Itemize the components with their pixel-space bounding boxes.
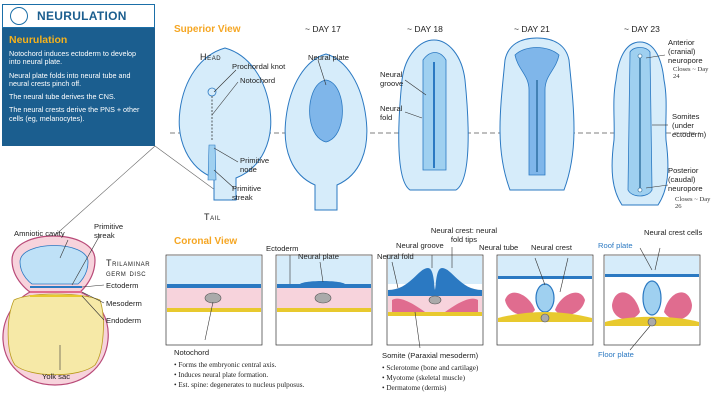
- neural-crest-cells-label: Neural crest cells: [644, 228, 703, 237]
- embryo-day17: [178, 47, 272, 201]
- title-bar: NEURULATION: [2, 4, 155, 28]
- list-item: Induces neural plate formation.: [174, 370, 304, 380]
- coronal-neural-fold-label: Neural fold: [377, 252, 414, 261]
- coronal-box-4: [496, 254, 594, 346]
- coronal-box-3: [386, 254, 484, 346]
- day-label: ~ DAY 21: [514, 24, 550, 34]
- coronal-box-5: [603, 254, 701, 346]
- info-paragraph: Notochord induces ectoderm to develop in…: [9, 49, 137, 67]
- neural-plate-label: Neural plate: [308, 53, 349, 62]
- embryo-day18: [284, 53, 368, 211]
- zoom-line: [51, 145, 156, 239]
- info-paragraph: The neural tube derives the CNS.: [9, 92, 116, 102]
- head-label: Head: [200, 52, 222, 62]
- roof-plate-label: Roof plate: [598, 241, 633, 250]
- list-item: Forms the embryonic central axis.: [174, 360, 304, 370]
- notochord-coronal-label: Notochord: [174, 348, 210, 357]
- day-label: ~ DAY 23: [624, 24, 660, 34]
- notochord-label: Notochord: [240, 76, 276, 85]
- primitive-node-label: Primitive node: [240, 156, 270, 174]
- endoderm-label: Endoderm: [106, 316, 142, 325]
- mesoderm-label: Mesoderm: [106, 299, 142, 308]
- trilaminar-label: Trilaminar germ disc: [106, 258, 151, 278]
- posterior-neuropore-label: Posterior (caudal) neuropore: [668, 166, 703, 193]
- list-item: Myotome (skeletal muscle): [382, 373, 478, 383]
- info-paragraph: The neural crests derive the PNS + other…: [9, 105, 140, 123]
- neural-groove-label: Neural groove: [380, 70, 404, 88]
- floor-plate-label: Floor plate: [598, 350, 634, 359]
- info-paragraph: Neural plate folds into neural tube and …: [9, 70, 131, 88]
- anterior-neuropore-label: Anterior (cranial) neuropore: [668, 38, 703, 65]
- closes-day24-label: Closes ~ Day 24: [673, 66, 709, 80]
- tail-label: Tail: [204, 212, 221, 222]
- embryo-day21: [499, 37, 575, 191]
- info-heading: Neurulation: [9, 34, 68, 46]
- coronal-neural-plate-label: Neural plate: [298, 252, 339, 261]
- notochord-bullets: Forms the embryonic central axis. Induce…: [174, 360, 304, 390]
- somite-bullets: Sclerotome (bone and cartilage) Myotome …: [382, 363, 478, 393]
- somites-label: Somites (under ectoderm): [672, 112, 707, 139]
- coronal-ectoderm-label: Ectoderm: [266, 244, 299, 253]
- coronal-box-1: [165, 254, 263, 346]
- neural-fold-label: Neural fold: [380, 104, 403, 122]
- coronal-box-2: [275, 254, 373, 346]
- coronal-view-label: Coronal View: [174, 236, 238, 247]
- coronal-neural-crest-label: Neural crest: [531, 243, 572, 252]
- primitive-streak-label-left: Primitive streak: [94, 222, 124, 240]
- neural-crest-tips-label: Neural crest: neural fold tips: [430, 226, 498, 244]
- list-item: Est. spine: degenerates to nucleus pulpo…: [174, 380, 304, 390]
- zoom-line: [154, 145, 216, 191]
- day-label: ~ DAY 18: [407, 24, 443, 34]
- superior-view-label: Superior View: [174, 24, 241, 35]
- list-item: Sclerotome (bone and cartilage): [382, 363, 478, 373]
- embryo-day18-groove: [398, 39, 469, 191]
- germ-disc-section: [2, 235, 109, 386]
- ectoderm-label: Ectoderm: [106, 281, 139, 290]
- info-panel: Neurulation Notochord induces ectoderm t…: [2, 28, 155, 146]
- prochordal-knot-label: Prochordal knot: [232, 62, 286, 71]
- page-title: NEURULATION: [37, 9, 127, 23]
- coronal-neural-tube-label: Neural tube: [479, 243, 519, 252]
- list-item: Dermatome (dermis): [382, 383, 478, 393]
- closes-day26-label: Closes ~ Day 26: [675, 196, 711, 210]
- leader-lines: [59, 54, 669, 370]
- yolk-sac-label: Yolk sac: [42, 372, 71, 381]
- primitive-streak-label: Primitive streak: [232, 184, 262, 202]
- amniotic-cavity-label: Amniotic cavity: [14, 229, 65, 238]
- logo-icon: [10, 7, 28, 25]
- coronal-neural-groove-label: Neural groove: [396, 241, 444, 250]
- day-label: ~ DAY 17: [305, 24, 341, 34]
- embryo-day23: [611, 41, 669, 206]
- somite-label: Somite (Paraxial mesoderm): [382, 351, 479, 360]
